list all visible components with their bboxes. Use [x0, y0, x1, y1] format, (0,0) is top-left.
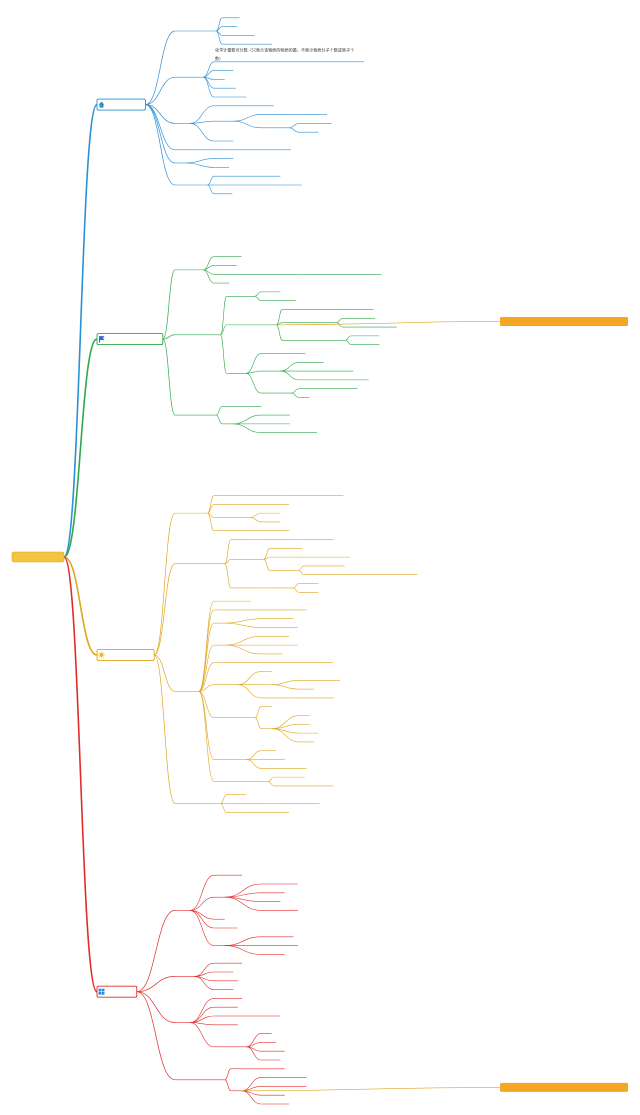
- node-label: 数）: [215, 55, 223, 61]
- branch-electro[interactable]: [96, 985, 138, 998]
- callout-box: [500, 316, 628, 326]
- flag-icon: [99, 336, 105, 343]
- branch-rate[interactable]: [96, 333, 164, 346]
- node-label: 化学计量数可分数（只表示该物质的物质的量，不表示物质分子个数或原子个: [215, 46, 354, 52]
- connector-lines: [63, 17, 501, 1105]
- callout-box: [500, 1082, 628, 1092]
- branch-ion[interactable]: [96, 648, 155, 661]
- callout-1[interactable]: [500, 1082, 628, 1092]
- grid-icon: [98, 988, 105, 995]
- branch-box: [96, 333, 164, 346]
- branch-box: [96, 985, 138, 998]
- branch-box: [96, 98, 146, 111]
- sun-icon: [97, 651, 106, 659]
- branch-box: [96, 648, 155, 661]
- branch-energy[interactable]: [96, 98, 146, 111]
- home-icon: [98, 101, 105, 108]
- root-node[interactable]: [11, 551, 65, 563]
- root-box: [11, 551, 65, 563]
- callout-0[interactable]: [500, 316, 628, 326]
